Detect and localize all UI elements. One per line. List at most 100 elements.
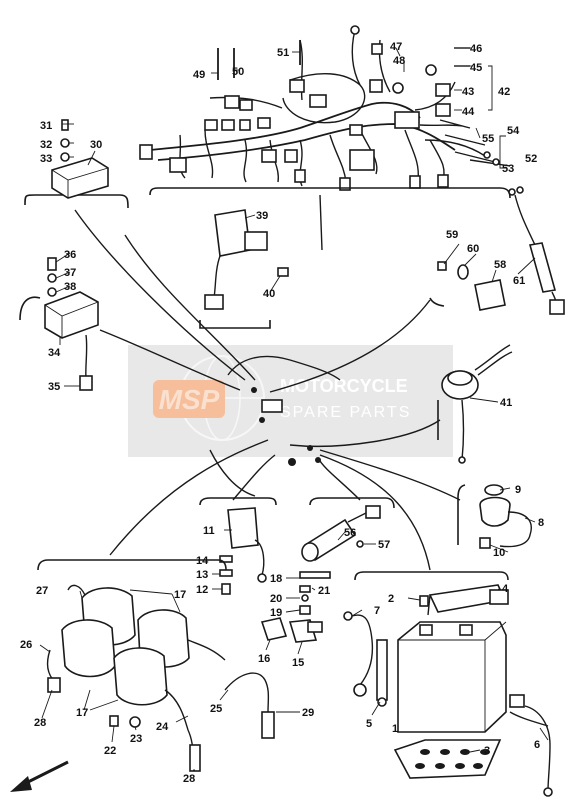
route-harness <box>319 194 323 251</box>
frame-battery-group <box>354 571 509 581</box>
label-48: 48 <box>393 55 405 67</box>
label-16: 16 <box>258 653 270 665</box>
label-9: 9 <box>515 484 521 496</box>
route-battery <box>319 454 431 571</box>
label-46: 46 <box>470 43 482 55</box>
label-45: 45 <box>470 62 482 74</box>
label-23: 23 <box>130 733 142 745</box>
route-8 <box>319 449 461 501</box>
route-56 <box>317 457 361 501</box>
route-38 <box>99 329 241 391</box>
label-17-bottom: 17 <box>76 707 88 719</box>
label-59: 59 <box>446 229 458 241</box>
watermark-logo-text: MSP <box>159 384 220 415</box>
direction-arrow <box>10 760 69 792</box>
label-4: 4 <box>502 583 509 595</box>
frame-30-group <box>24 194 129 209</box>
label-25: 25 <box>210 703 222 715</box>
label-33: 33 <box>40 153 52 165</box>
label-28-left: 28 <box>34 717 46 729</box>
frame-harness-group <box>149 187 511 199</box>
label-52: 52 <box>525 153 537 165</box>
leader-lines <box>39 47 549 771</box>
watermark: MSP MOTORCYCLE SPARE PARTS <box>128 345 453 457</box>
label-14: 14 <box>196 555 209 567</box>
label-49: 49 <box>193 69 205 81</box>
unit-58-61 <box>429 186 565 315</box>
label-30: 30 <box>90 139 102 151</box>
battery-pad-3 <box>393 739 502 779</box>
label-55: 55 <box>482 133 494 145</box>
unit-56-57 <box>301 497 395 562</box>
label-19: 19 <box>270 607 282 619</box>
battery-1 <box>397 621 507 733</box>
label-27: 27 <box>36 585 48 597</box>
label-26: 26 <box>20 639 32 651</box>
route-39 <box>124 234 256 381</box>
label-34: 34 <box>48 347 61 359</box>
label-60: 60 <box>467 243 479 255</box>
route-58 <box>269 299 431 393</box>
bracket-7 <box>343 611 374 697</box>
route-17 <box>109 439 269 556</box>
label-51: 51 <box>277 47 289 59</box>
label-21: 21 <box>318 585 330 597</box>
label-18: 18 <box>270 573 282 585</box>
label-40: 40 <box>263 288 275 300</box>
watermark-line2: SPARE PARTS <box>280 404 411 421</box>
label-41: 41 <box>500 397 512 409</box>
ignition-switch-41 <box>437 344 513 464</box>
unit-11-14 <box>199 497 277 595</box>
label-8: 8 <box>538 517 544 529</box>
watermark-logo-badge <box>153 380 225 418</box>
unit-39 <box>199 209 271 329</box>
label-3: 3 <box>484 745 490 757</box>
label-13: 13 <box>196 569 208 581</box>
label-15: 15 <box>292 657 304 669</box>
label-7: 7 <box>374 605 380 617</box>
label-61: 61 <box>513 275 525 287</box>
label-38: 38 <box>64 281 76 293</box>
label-28-bottom: 28 <box>183 773 195 785</box>
label-12: 12 <box>196 584 208 596</box>
label-10: 10 <box>493 547 505 559</box>
label-53: 53 <box>502 163 514 175</box>
label-50: 50 <box>232 66 244 78</box>
label-58: 58 <box>494 259 506 271</box>
watermark-line1: MOTORCYCLE <box>280 376 408 396</box>
label-17-top: 17 <box>174 589 186 601</box>
label-31: 31 <box>40 120 52 132</box>
ignition-coils-17 <box>46 584 275 772</box>
label-20: 20 <box>270 593 282 605</box>
route-11 <box>232 454 276 501</box>
label-56: 56 <box>344 527 356 539</box>
label-24: 24 <box>156 721 169 733</box>
label-54: 54 <box>507 125 520 137</box>
fuse-5 <box>376 639 388 707</box>
label-2: 2 <box>388 593 394 605</box>
route-30 <box>74 209 246 381</box>
label-22: 22 <box>104 745 116 757</box>
label-5: 5 <box>366 718 372 730</box>
label-39: 39 <box>256 210 268 222</box>
label-6: 6 <box>534 739 540 751</box>
bolt-2 <box>419 595 429 607</box>
label-1: 1 <box>392 723 398 735</box>
unit-38 <box>19 257 99 391</box>
part-number-labels: 31 32 33 30 36 37 38 34 35 39 40 49 50 5… <box>20 41 544 785</box>
motorcycle-frame-outline <box>209 355 341 497</box>
label-47: 47 <box>390 41 402 53</box>
label-57: 57 <box>378 539 390 551</box>
label-35: 35 <box>48 381 60 393</box>
label-11: 11 <box>203 525 215 537</box>
unit-8-10 <box>457 484 532 549</box>
label-42: 42 <box>498 86 510 98</box>
bolts-31-33 <box>60 119 70 162</box>
unit-15-21 <box>260 571 331 643</box>
battery-cable-6 <box>509 694 553 797</box>
label-29: 29 <box>302 707 314 719</box>
battery-band-4 <box>427 584 509 616</box>
label-32: 32 <box>40 139 52 151</box>
label-43: 43 <box>462 86 474 98</box>
label-36: 36 <box>64 249 76 261</box>
